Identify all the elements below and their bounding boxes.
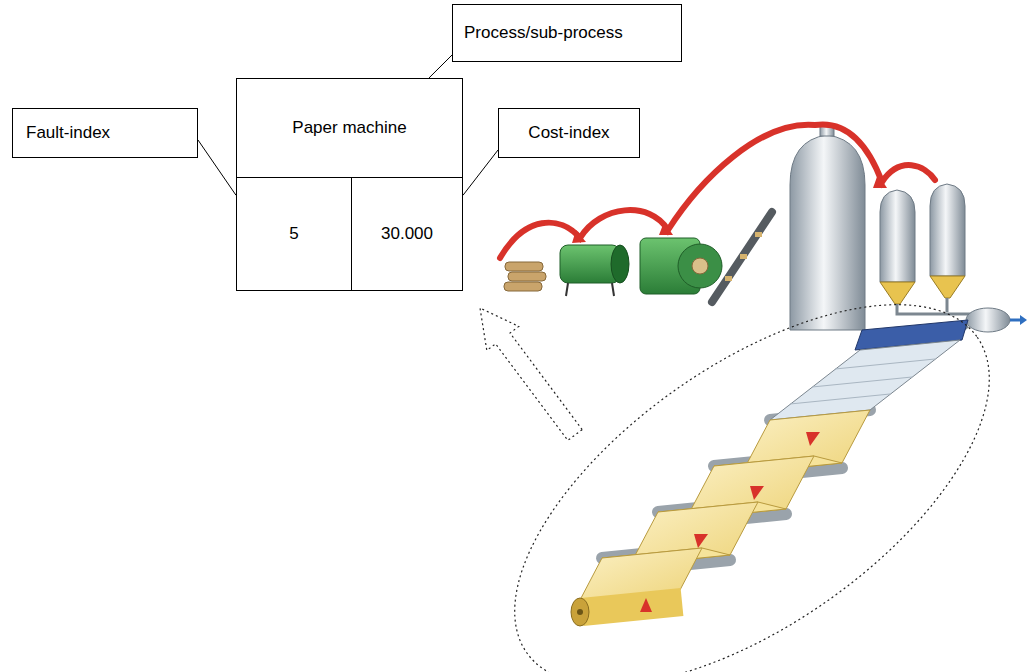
callout-box: Process/sub-process [452,4,682,62]
bleach-tank [930,184,965,276]
flow-arrowhead [873,174,887,188]
reel-axle [577,609,583,615]
wire-section [770,340,960,420]
focus-ellipse [452,231,1032,672]
conveyor [712,212,772,302]
callout-box: Cost-index [498,108,640,158]
node-text: Cost-index [528,123,609,143]
zoom-arrow [480,308,582,440]
node-text: Paper machine [292,118,406,138]
log [505,262,543,271]
wood-chip [740,254,747,259]
node-text: Fault-index [26,123,110,143]
leader-line [463,150,498,195]
pipe [897,304,970,314]
stand-leg [612,283,614,296]
washer-tank [880,190,915,282]
wood-chip [725,276,732,281]
wire-mesh [790,394,890,404]
pipe [946,298,949,312]
mixing-chest [966,308,1010,332]
web-arrow [694,534,708,548]
wire-mesh [835,359,935,369]
funnel [880,282,915,304]
leader-line [429,55,452,78]
funnel [930,276,965,298]
node-text: 5 [289,224,298,244]
log [504,282,542,291]
log [508,272,546,281]
wood-chip [755,232,762,237]
web-arrow [750,486,764,500]
reel-end [571,598,589,626]
web-arrow [806,432,820,446]
leader-line [198,140,236,195]
flow-pipe [1010,319,1020,322]
digester-tank [790,135,865,330]
stand-leg [566,283,568,296]
node-text: Process/sub-process [464,23,623,43]
index-cell: 30.000 [351,177,463,291]
index-cell: 5 [236,177,352,291]
paper-reel [582,602,682,612]
chipper-hub [692,258,708,274]
wire-mesh [812,377,912,387]
callout-box: Fault-index [12,108,198,158]
node-text: 30.000 [381,224,433,244]
flow-arrowhead [572,230,586,243]
reel-arrow [640,598,652,612]
process-box: Paper machine [236,78,463,178]
drum-end [611,245,629,283]
flow-arrowhead [659,222,673,235]
flow-arrow [1020,315,1027,325]
chipper-disc [678,244,722,288]
